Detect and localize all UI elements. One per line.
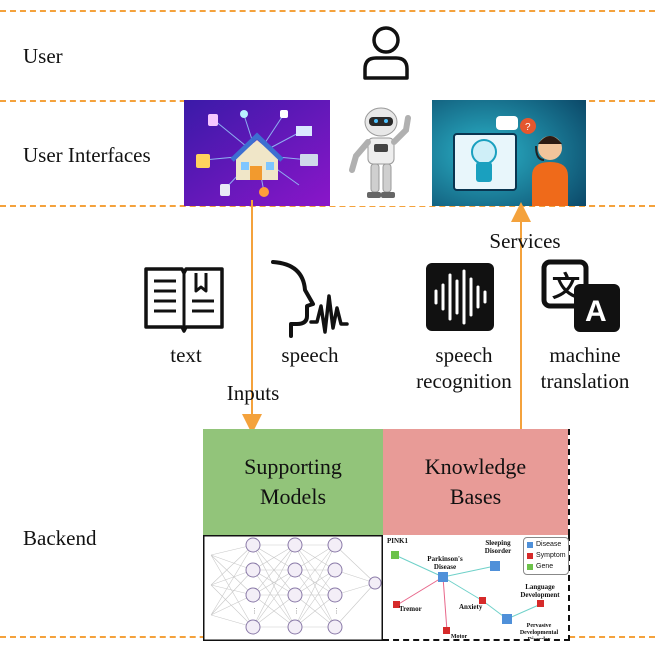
divider-top [0,10,655,12]
symptom-node-marker [443,627,450,634]
layer-label-user: User [23,44,63,68]
symptom-node-marker [537,600,544,607]
kg-node-label: Parkinson's Disease [427,555,463,571]
kg-node-label: PINK1 [387,537,408,545]
knowledge-bases-box: Knowledge Bases [383,429,568,535]
legend-gene-swatch [527,563,533,570]
kg-node-label: Motor Symptom [450,634,468,640]
kg-node-label: Tremor [399,605,422,613]
symptom-node-marker [479,597,486,604]
kg-node-label: Sleeping Disorder [484,539,512,555]
kg-legend: Disease Symptom Gene [523,537,569,575]
legend-symptom-swatch [527,552,533,559]
modality-label-machine-translation: machine translation [540,343,630,393]
book-icon [144,267,224,333]
legend-gene-label: Gene [536,563,554,570]
supporting-models-label: Supporting Models [244,454,342,509]
supporting-models-box: Supporting Models [203,429,383,535]
svg-text:A: A [585,295,607,328]
ai-assistant-image: ? [432,100,586,206]
robot-image [330,100,432,206]
layer-label-backend: Backend [23,526,97,550]
knowledge-graph-edges [394,554,542,632]
svg-text:⋮: ⋮ [251,607,258,615]
modality-label-text: text [170,343,202,367]
translate-icon: 文 A [541,259,620,332]
modality-label-speech: speech [281,343,339,367]
disease-node-marker [490,561,500,571]
services-label: Services [489,229,561,253]
legend-symptom-label: Symptom [536,552,566,559]
knowledge-bases-label: Knowledge Bases [424,454,527,509]
waveform-icon [426,263,494,331]
kg-node-label: Pervasive Developmental Disorder [519,623,559,639]
disease-node-marker [438,572,448,582]
divider-interfaces [0,205,655,207]
neural-network-diagram: ⋮ ⋮ ⋮ [203,535,383,641]
svg-text:⋮: ⋮ [333,607,340,615]
inputs-label: Inputs [226,381,280,405]
svg-text:⋮: ⋮ [293,607,300,615]
legend-disease-label: Disease [536,541,562,548]
disease-node-marker [502,614,512,624]
gene-node-marker [391,551,399,559]
modality-label-speech-recognition: speech recognition [416,343,512,393]
symptom-node-marker [393,601,400,608]
speaking-head-icon [271,260,349,338]
user-icon [363,26,409,80]
smart-home-image [184,100,330,206]
layer-label-interfaces: User Interfaces [23,143,151,167]
knowledge-graph: PINK1 Parkinson's Disease Sleeping Disor… [383,535,570,641]
kg-node-label: Language Development [520,583,560,599]
knowledge-box-dashed-edge [568,429,570,535]
legend-disease-swatch [527,541,533,548]
svg-text:?: ? [525,122,531,133]
kg-node-label: Anxiety [459,603,483,611]
